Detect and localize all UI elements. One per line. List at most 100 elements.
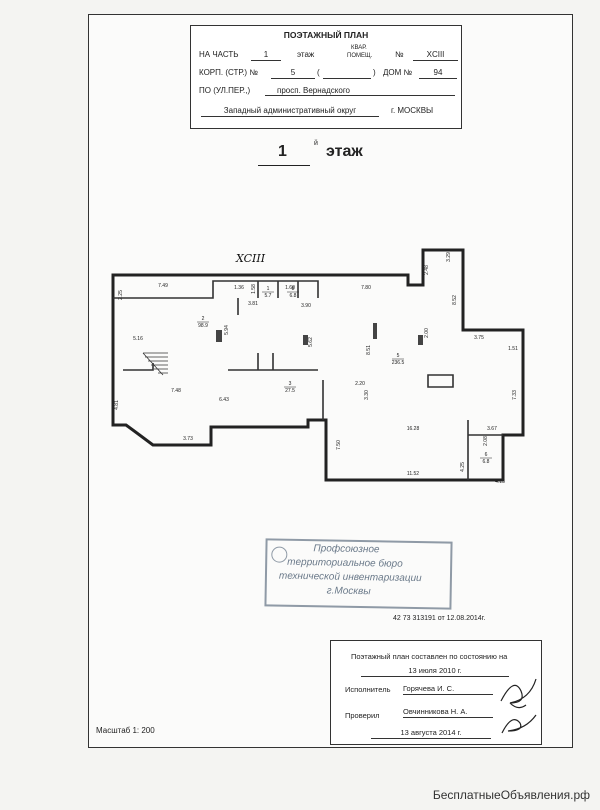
inner-wall-columns <box>427 374 454 388</box>
dimension-label: 8.51 <box>366 345 372 355</box>
dimension-label: 7.49 <box>158 283 168 289</box>
issue-date: 13 августа 2014 г. <box>371 728 491 739</box>
header-row-part: НА ЧАСТЬ 1 этаж КВАР. ПОМЕЩ. № XCIII <box>199 45 458 61</box>
floor-heading-number: 1 <box>278 143 287 160</box>
dimension-label: 3.73 <box>183 436 193 442</box>
room-number: 5 <box>397 353 400 359</box>
stamp-emblem-icon <box>271 546 288 563</box>
dimension-label: 7.80 <box>361 285 371 291</box>
room-number: 1 <box>267 286 270 292</box>
room-area: 27.5 <box>285 388 295 394</box>
header-row-street: ПО (УЛ.ПЕР.,) просп. Вернадского <box>199 86 455 97</box>
header-row-building: КОРП. (СТР.) № 5 ( ) ДОМ № 94 <box>199 68 457 79</box>
column <box>216 330 222 342</box>
room-area: 6.8 <box>483 459 490 465</box>
dimension-label: 5.94 <box>224 325 230 335</box>
signature-executor <box>500 678 537 734</box>
korp-paren-open: ( <box>317 68 320 77</box>
floor-value: 1 <box>251 50 281 61</box>
dimension-label: 2.08 <box>483 436 489 446</box>
plan-title: ПОЭТАЖНЫЙ ПЛАН <box>283 30 369 40</box>
dimension-label: 7.48 <box>171 388 181 394</box>
room-area: 5.7 <box>265 293 272 299</box>
status-line: Поэтажный план составлен по состоянию на <box>351 652 508 661</box>
pomesh-label: ПОМЕЩ. <box>347 53 373 59</box>
dimension-label: 1.51 <box>508 346 518 352</box>
inner-wall-corridor <box>228 353 318 371</box>
executor-name: Горячева И. С. <box>403 684 493 695</box>
dimension-label: 16.28 <box>407 426 420 432</box>
floor-heading: 1 й этаж <box>258 140 363 167</box>
dimension-label: 3.29 <box>446 252 452 262</box>
inner-wall-small-rooms <box>237 281 299 315</box>
dimension-label: 6.43 <box>219 397 229 403</box>
document-sheet <box>88 14 573 748</box>
inventory-bureau-stamp: Профсоюзное территориальное бюро техниче… <box>264 538 453 610</box>
korp-paren-close: ) <box>373 68 376 77</box>
city-value: г. МОСКВЫ <box>391 106 434 115</box>
dimension-label: 2.25 <box>118 290 124 300</box>
column <box>303 335 308 345</box>
header-row-district: Западный административный округ г. МОСКВ… <box>199 106 455 117</box>
stamp-line-4: г.Москвы <box>326 585 371 598</box>
dimension-label: 7.33 <box>512 390 518 400</box>
dimension-label: 3.30 <box>364 390 370 400</box>
inner-wall-right <box>322 380 503 480</box>
stamp-line-3: технической инвентаризации <box>278 570 422 585</box>
header-box: ПОЭТАЖНЫЙ ПЛАН НА ЧАСТЬ 1 этаж КВАР. ПОМ… <box>190 25 462 129</box>
floor-heading-underline <box>258 165 310 166</box>
dimension-label: 3.75 <box>474 335 484 341</box>
dimension-label: 5.16 <box>133 336 143 342</box>
room-number: 3 <box>289 381 292 387</box>
room-area: 6.8 <box>290 293 297 299</box>
korp-label: КОРП. (СТР.) № <box>199 68 258 77</box>
dimension-label: 2.20 <box>355 381 365 387</box>
site-watermark: БесплатныеОбъявления.рф <box>432 788 590 802</box>
dimension-label: 2.00 <box>424 328 430 338</box>
room-number: 6 <box>485 452 488 458</box>
dimension-label: 4.13 <box>495 479 505 485</box>
outer-wall <box>111 248 525 482</box>
floor-heading-word: этаж <box>326 143 363 160</box>
street-value: просп. Вернадского <box>265 86 455 96</box>
checker-name: Овчинникова Н. А. <box>403 707 493 718</box>
dimension-label: 3.67 <box>487 426 497 432</box>
staircase <box>142 352 168 376</box>
floor-heading-suffix: й <box>314 140 318 147</box>
dimension-label: 5.62 <box>308 337 314 347</box>
inner-wall-left <box>123 363 154 371</box>
dimension-label: 4.81 <box>114 400 120 410</box>
na-chast-label: НА ЧАСТЬ <box>199 50 239 59</box>
dom-label: ДОМ № <box>383 68 413 77</box>
room-area: 236.5 <box>392 360 405 366</box>
premise-number: XCIII <box>413 50 458 61</box>
room-number: 2 <box>202 316 205 322</box>
dom-value: 94 <box>419 68 457 79</box>
column <box>418 335 423 345</box>
korp-value: 5 <box>271 68 315 79</box>
dimension-label: 1.58 <box>251 284 257 294</box>
street-label: ПО (УЛ.ПЕР.,) <box>199 86 251 95</box>
dimension-label: 8.52 <box>452 295 458 305</box>
room-number: 8 <box>292 286 295 292</box>
premise-mark-handwritten: XCIII <box>235 252 266 265</box>
status-date: 13 июля 2010 г. <box>361 666 509 677</box>
room-area: 98.9 <box>198 323 208 329</box>
checker-label: Проверил <box>345 711 380 720</box>
scale-label: Масштаб 1: 200 <box>96 726 155 735</box>
executor-label: Исполнитель <box>345 685 391 694</box>
dimension-label: 7.50 <box>336 440 342 450</box>
floor-word: этаж <box>297 50 315 59</box>
dimension-label: 1.60 <box>285 285 295 291</box>
district-value: Западный административный округ <box>201 106 379 117</box>
number-sign: № <box>395 50 404 59</box>
column <box>373 323 377 339</box>
dimension-label: 3.81 <box>248 301 258 307</box>
dimension-label: 11.52 <box>407 471 419 477</box>
dimension-label: 1.36 <box>234 285 244 291</box>
korp-paren-space <box>323 68 371 79</box>
kvar-label: КВАР. <box>351 45 367 51</box>
registration-number: 42 73 313191 от 12.08.2014г. <box>393 615 486 622</box>
floor-plan: 15.7298.9327.55236.566.886.87.492.251.36… <box>111 248 525 485</box>
dimension-label: 2.48 <box>424 265 430 275</box>
